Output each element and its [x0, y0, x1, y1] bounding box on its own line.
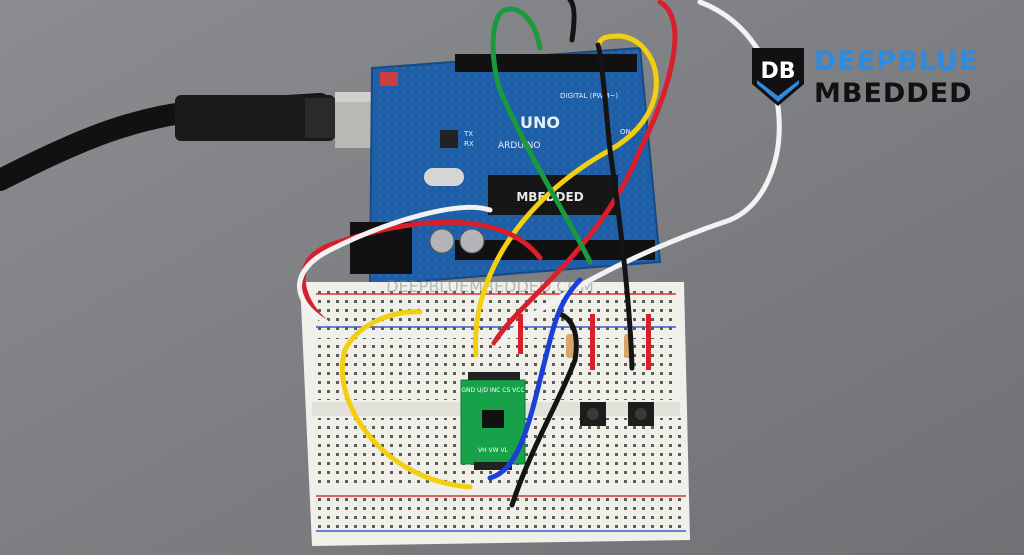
potentiometer-module: GND U/D INC CS VCC VH VW VL — [460, 372, 526, 470]
pushbuttons — [580, 402, 654, 426]
jumper-wires — [297, 0, 782, 508]
svg-text:ON: ON — [620, 128, 631, 136]
svg-text:DIGITAL (PWM~): DIGITAL (PWM~) — [560, 92, 618, 100]
rail-jumpers — [518, 314, 651, 370]
logo-line-2: MBEDDED — [814, 78, 973, 109]
svg-text:DB: DB — [760, 59, 795, 84]
arduino-uno-board: MBEDDED UNO ARDUINO DIGITAL (PWM~) TX RX… — [350, 46, 662, 287]
brand-logo: DB DEEPBLUE MBEDDED — [748, 44, 988, 114]
svg-text:UNO: UNO — [520, 113, 560, 132]
svg-text:GND U/D INC CS VCC: GND U/D INC CS VCC — [461, 387, 524, 394]
svg-text:ARDUINO: ARDUINO — [498, 141, 540, 151]
logo-shield-icon: DB — [752, 48, 804, 106]
logo-line-1: DEEPBLUE — [814, 46, 979, 77]
svg-text:RX: RX — [464, 140, 474, 148]
svg-text:TX: TX — [463, 130, 473, 138]
svg-text:MBEDDED: MBEDDED — [516, 190, 583, 204]
svg-text:VH VW VL: VH VW VL — [478, 447, 509, 454]
